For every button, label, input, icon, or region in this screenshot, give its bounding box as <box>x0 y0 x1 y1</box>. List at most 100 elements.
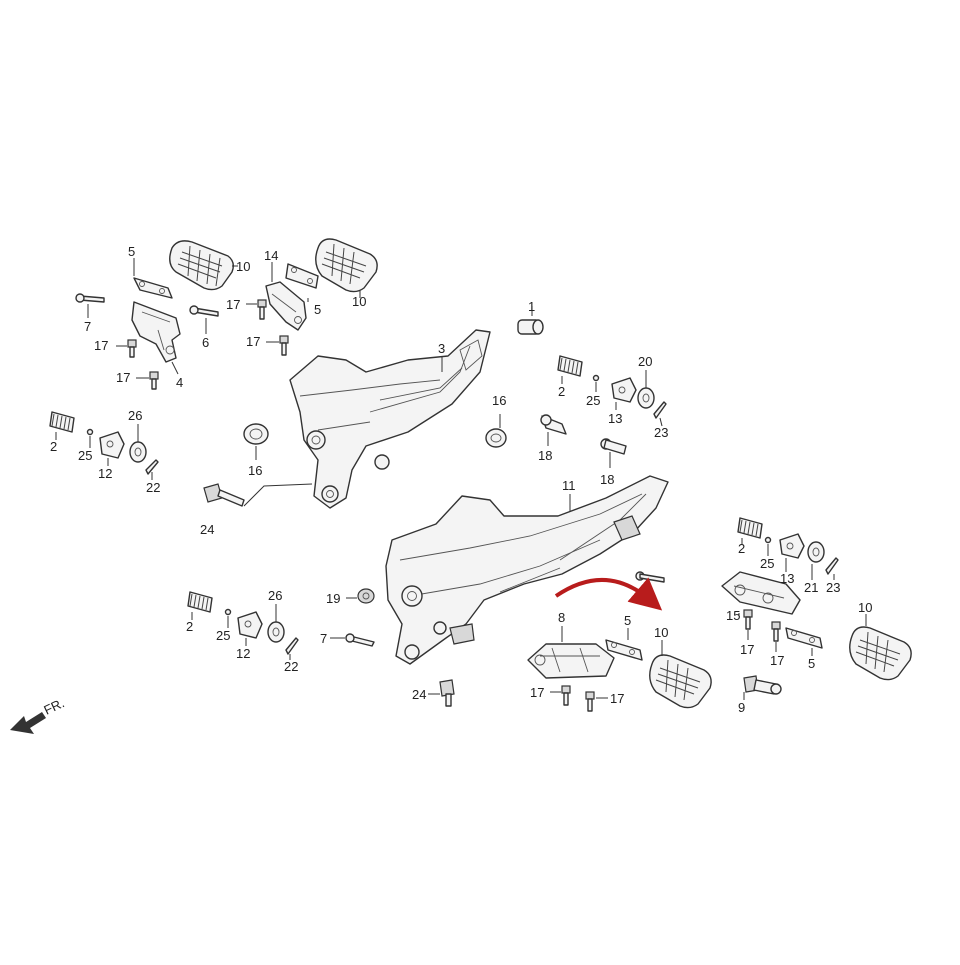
plate-12-left-lower <box>237 611 263 639</box>
footpeg-rubber-left-front <box>169 240 235 291</box>
callout-label: 2 <box>738 541 745 556</box>
plate-5-right-lower <box>785 627 823 649</box>
callout-label: 22 <box>284 659 298 674</box>
callout-label: 21 <box>804 580 818 595</box>
bolt-17-h <box>771 621 781 652</box>
spring-2-left-upper <box>49 411 75 433</box>
callout-label: 20 <box>638 354 652 369</box>
callout-label: 7 <box>320 631 327 646</box>
callout-label: 16 <box>248 463 262 478</box>
bolt-17-d <box>266 335 289 356</box>
bolt-17-a <box>116 339 137 358</box>
spring-2-right-lower <box>737 517 763 539</box>
callout-label: 2 <box>558 384 565 399</box>
footpeg-rubber-right-lower <box>849 626 912 681</box>
callout-label: 10 <box>654 625 668 640</box>
callout-label: 11 <box>562 478 576 493</box>
bushing-1 <box>517 306 544 335</box>
callout-label: 25 <box>586 393 600 408</box>
grommet-16-right <box>485 414 507 448</box>
leader-lines <box>55 258 867 660</box>
callout-label: 25 <box>216 628 230 643</box>
washer-26-left-lower <box>267 621 285 643</box>
front-direction-indicator: FR. <box>10 695 67 734</box>
callout-label: 19 <box>326 591 340 606</box>
pin-7-lower <box>330 633 375 647</box>
pin-18-a <box>540 414 567 446</box>
callout-label: 14 <box>264 248 278 263</box>
bolt-17-c <box>246 299 267 320</box>
plate-12-left-upper <box>99 431 125 459</box>
callout-label: 17 <box>530 685 544 700</box>
callout-label: 17 <box>226 297 240 312</box>
ball-25-right-upper <box>592 374 600 382</box>
plate-5-middle <box>285 263 319 289</box>
footpeg-rubber-lower-middle <box>649 654 712 709</box>
pin-18-b <box>600 438 627 468</box>
callout-label: 15 <box>726 608 740 623</box>
plate-13-lower <box>779 533 805 559</box>
spring-2-left-lower <box>187 591 213 613</box>
washer-21 <box>807 541 825 563</box>
ball-25-left-lower <box>224 608 232 616</box>
cotter-pin-22-left-lower <box>285 637 299 655</box>
callout-label: 17 <box>740 642 754 657</box>
nut-19 <box>346 588 375 604</box>
callout-label: 8 <box>558 610 565 625</box>
callout-label: 3 <box>438 341 445 356</box>
bolt-17-f <box>585 691 608 712</box>
callout-label: 16 <box>492 393 506 408</box>
footpeg-bracket-4 <box>131 301 181 363</box>
pin-lower-middle <box>635 571 665 583</box>
callout-label: 22 <box>146 480 160 495</box>
footpeg-bracket-8 <box>527 626 615 679</box>
ball-25-left-upper <box>86 428 94 436</box>
callout-label: 10 <box>352 294 366 309</box>
callout-label: 5 <box>624 613 631 628</box>
callout-label: 12 <box>236 646 250 661</box>
callout-label: 17 <box>770 653 784 668</box>
callout-label: 25 <box>760 556 774 571</box>
callout-label: 23 <box>654 425 668 440</box>
grommet-16-left <box>243 423 269 460</box>
callout-label: 24 <box>412 687 426 702</box>
highlight-arrow <box>554 577 663 611</box>
callout-label: 2 <box>50 439 57 454</box>
callout-label: 13 <box>780 571 794 586</box>
direction-label: FR. <box>41 695 66 717</box>
callout-label: 7 <box>84 319 91 334</box>
pin-9 <box>743 675 782 700</box>
plate-5-left <box>133 277 173 299</box>
bolt-17-b <box>136 371 159 390</box>
pin-6 <box>189 305 219 317</box>
callout-label: 12 <box>98 466 112 481</box>
callout-label: 9 <box>738 700 745 715</box>
callout-label: 23 <box>826 580 840 595</box>
cotter-pin-23-upper <box>653 401 667 419</box>
callout-label: 5 <box>314 302 321 317</box>
washer-20 <box>637 387 655 409</box>
callout-label: 13 <box>608 411 622 426</box>
spring-2-right-upper <box>557 355 583 377</box>
washer-26-left-upper <box>129 441 147 463</box>
callout-label: 26 <box>268 588 282 603</box>
callout-label: 18 <box>600 472 614 487</box>
callout-label: 5 <box>128 244 135 259</box>
pin-7-top <box>75 293 105 318</box>
bolt-24-lower <box>428 679 455 707</box>
callout-label: 24 <box>200 522 214 537</box>
callout-label: 4 <box>176 375 183 390</box>
bolt-24-left <box>203 483 313 507</box>
footpeg-bracket-15 <box>721 571 801 615</box>
callout-label: 10 <box>858 600 872 615</box>
callout-label: 10 <box>236 259 250 274</box>
callout-label: 5 <box>808 656 815 671</box>
cotter-pin-23-lower <box>825 557 839 575</box>
callout-label: 17 <box>610 691 624 706</box>
ball-25-right-lower <box>764 536 772 544</box>
callout-label: 17 <box>116 370 130 385</box>
plate-13-upper <box>611 377 637 403</box>
plate-5-lower-middle <box>605 639 643 661</box>
